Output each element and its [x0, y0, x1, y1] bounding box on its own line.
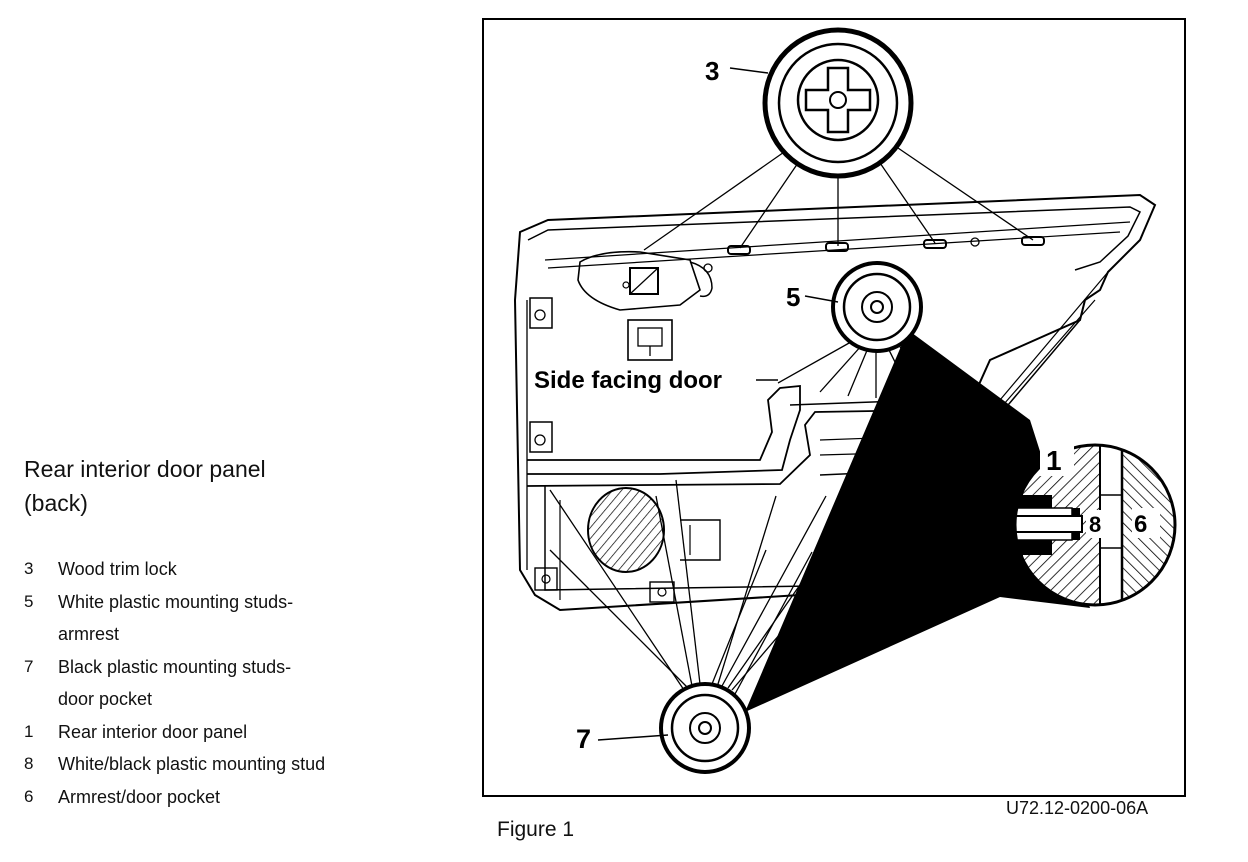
leader-lines-7	[549, 479, 863, 695]
legend-text: armrest	[58, 624, 120, 644]
legend-text: White plastic mounting studs-	[58, 591, 294, 612]
legend-text: Wood trim lock	[58, 559, 177, 579]
callout-3: 3	[705, 56, 719, 86]
push-arrow-icon	[940, 532, 998, 570]
legend-text: Rear interior door panel	[58, 721, 248, 742]
legend-number: 8	[24, 754, 34, 773]
leader-lines-3	[643, 147, 1034, 251]
callout-1: 1	[1046, 445, 1062, 476]
callout-8: 8	[1089, 512, 1101, 537]
title-line-1: Rear interior door panel	[24, 456, 266, 482]
speaker-grill	[587, 487, 665, 573]
callout-leaders	[597, 67, 839, 741]
door-panel-diagram: 3 5 7 1 8 6 Side facing door	[513, 27, 1177, 774]
callout-7: 7	[576, 724, 591, 754]
legend-text: White/black plastic mounting stud	[58, 754, 326, 774]
figure-caption: Figure 1	[497, 818, 575, 841]
legend-text: Armrest/door pocket	[58, 786, 221, 807]
callout-5: 5	[786, 282, 800, 312]
callout-6: 6	[1134, 511, 1147, 538]
title-line-2: (back)	[24, 490, 88, 516]
legend-number: 1	[24, 721, 34, 741]
wood-trim-lock-callout	[762, 27, 914, 179]
side-facing-door-label: Side facing door	[534, 367, 722, 394]
legend-text: Black plastic mounting studs-	[58, 656, 292, 677]
door-pocket-stud-callout	[659, 682, 751, 774]
figure-code: U72.12-0200-06A	[1006, 798, 1149, 818]
legend-text: door pocket	[58, 689, 153, 709]
legend-number: 6	[24, 786, 34, 806]
diagram-frame: 3 5 7 1 8 6 Side facing door	[482, 18, 1186, 797]
legend-number: 7	[24, 656, 34, 676]
door-panel	[513, 193, 1157, 612]
legend-number: 3	[24, 559, 34, 578]
leader-lines-5	[777, 337, 969, 406]
legend-number: 5	[24, 591, 34, 611]
diagram-title: Rear interior door panel (back)	[24, 452, 266, 520]
armrest-stud-callout	[831, 261, 923, 353]
